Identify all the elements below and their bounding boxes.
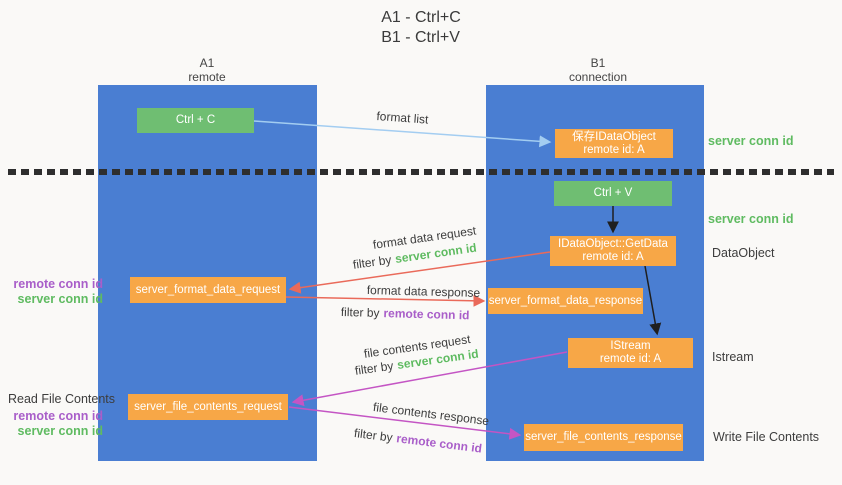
node-server-format-data-response: server_format_data_response (488, 288, 643, 314)
filter-by-text-4: filter by (353, 426, 394, 445)
server-conn-id-label-2: server conn id (17, 424, 103, 438)
remote-conn-id-label-1: remote conn id (13, 277, 103, 291)
getdata-line2: remote id: A (582, 251, 644, 263)
filter-by-text-1: filter by (352, 252, 393, 272)
getdata-line1: IDataObject::GetData (558, 238, 668, 250)
node-server-format-data-request: server_format_data_request (130, 277, 286, 303)
phase-separator-dotted-line (8, 169, 834, 175)
dataobject-label: DataObject (712, 246, 775, 260)
server-format-data-request-label: server_format_data_request (135, 283, 281, 296)
server-format-data-response-label: server_format_data_response (488, 294, 643, 307)
filter-key-remote-conn-id-4: remote conn id (395, 431, 483, 456)
server-file-contents-response-label: server_file_contents_response (525, 431, 682, 443)
lane-b1-name: B1 (590, 56, 606, 70)
filter-by-text-2: filter by (340, 305, 380, 321)
istream-line2: remote id: A (599, 353, 662, 365)
node-idataobject-getdata: IDataObject::GetData remote id: A (550, 236, 676, 266)
format-list-arrow-label: format list (376, 109, 429, 127)
file-contents-response-arrow-label: file contents response (372, 400, 490, 429)
lane-a1-name: A1 (199, 56, 215, 70)
node-ctrl-c: Ctrl + C (137, 108, 254, 133)
node-istream: IStream remote id: A (568, 338, 693, 368)
node-ctrl-v: Ctrl + V (554, 181, 672, 206)
istream-side-label: Istream (712, 350, 754, 364)
save-idataobject-line1: 保存IDataObject (572, 130, 656, 143)
title-line-2: B1 - Ctrl+V (381, 29, 460, 46)
filter-by-text-3: filter by (354, 358, 395, 378)
istream-line1: IStream (610, 340, 651, 352)
ctrl-c-label: Ctrl + C (175, 114, 216, 126)
format-data-response-arrow-label: format data response (366, 283, 481, 300)
lane-b1-role: connection (568, 70, 628, 84)
title-line-1: A1 - Ctrl+C (381, 9, 461, 26)
lane-header-a1: A1 remote (147, 56, 267, 84)
node-server-file-contents-request: server_file_contents_request (128, 394, 288, 420)
left-conn-id-group-1: remote conn id server conn id (8, 277, 103, 307)
write-file-contents-label: Write File Contents (713, 430, 820, 444)
remote-conn-id-label-2: remote conn id (13, 409, 103, 423)
server-conn-id-label-1: server conn id (17, 292, 103, 306)
server-conn-id-mid-label: server conn id (708, 212, 794, 226)
ctrl-v-label: Ctrl + V (593, 187, 633, 199)
left-conn-id-group-2: remote conn id server conn id (8, 409, 103, 439)
server-file-contents-request-label: server_file_contents_request (134, 400, 282, 413)
read-file-contents-label: Read File Contents (8, 392, 116, 406)
save-idataobject-line2: remote id: A (583, 143, 645, 156)
lane-a1-role: remote (188, 70, 226, 84)
server-conn-id-top-label: server conn id (708, 134, 794, 148)
lane-header-b1: B1 connection (538, 56, 658, 84)
node-save-idataobject: 保存IDataObject remote id: A (555, 129, 673, 158)
node-server-file-contents-response: server_file_contents_response (524, 424, 683, 451)
diagram-title: A1 - Ctrl+C B1 - Ctrl+V (0, 8, 842, 48)
filter-key-remote-conn-id-2: remote conn id (383, 306, 470, 323)
